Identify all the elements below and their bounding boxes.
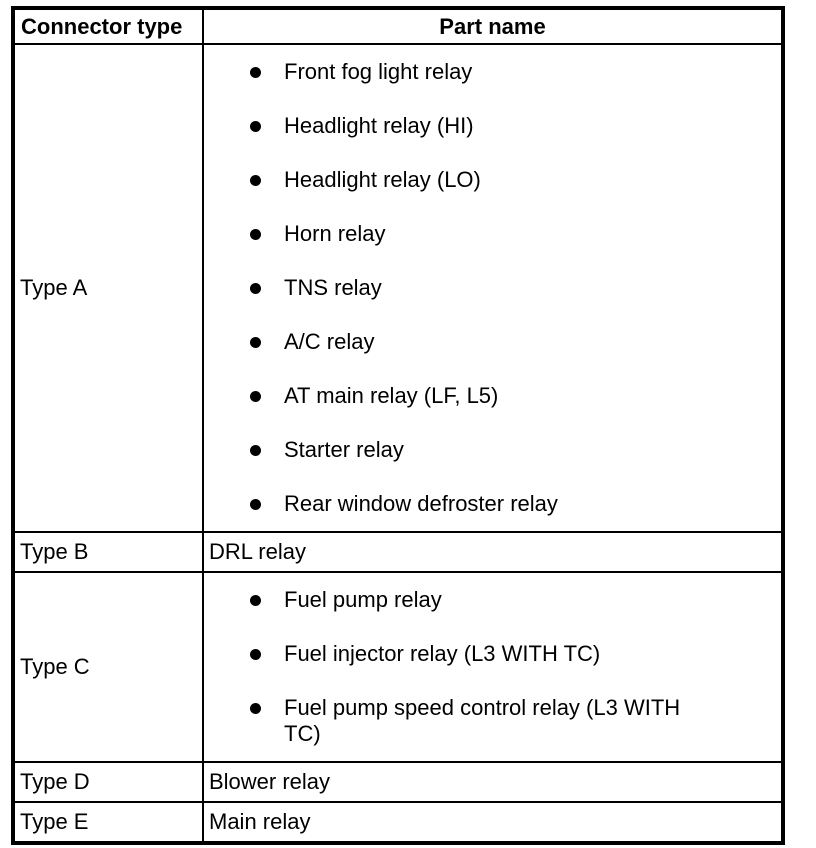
bullet-icon [250, 67, 261, 78]
connector-type-cell: Type C [12, 571, 204, 763]
part-name-text: Headlight relay (LO) [284, 167, 481, 192]
part-name-cell: Main relay [202, 801, 784, 844]
part-name-text: Starter relay [284, 437, 404, 462]
bullet-icon [250, 391, 261, 402]
part-name-text: Fuel pump speed control relay (L3 WITH T… [284, 695, 681, 746]
part-list-item: Headlight relay (HI) [204, 99, 781, 153]
bullet-icon [250, 595, 261, 606]
part-list-item: Front fog light relay [204, 45, 781, 99]
part-name-text: Front fog light relay [284, 59, 473, 84]
part-name-cell: Blower relay [202, 761, 784, 803]
bullet-icon [250, 229, 261, 240]
bullet-icon [250, 649, 261, 660]
bullet-icon [250, 499, 261, 510]
part-name-text: AT main relay (LF, L5) [284, 383, 499, 408]
part-list-item: AT main relay (LF, L5) [204, 369, 781, 423]
bullet-icon [250, 445, 261, 456]
bullet-icon [250, 175, 261, 186]
part-name-text: TNS relay [284, 275, 382, 300]
part-list-item: TNS relay [204, 261, 781, 315]
bullet-icon [250, 121, 261, 132]
bullet-icon [250, 703, 261, 714]
table-header-row: Connector type Part name [12, 7, 784, 45]
part-list-item: Fuel injector relay (L3 WITH TC) [204, 627, 781, 681]
part-name-text: Main relay [209, 809, 311, 834]
part-name-text: Headlight relay (HI) [284, 113, 474, 138]
part-name-text: Horn relay [284, 221, 386, 246]
connector-type-cell: Type B [12, 531, 204, 573]
connector-type-cell: Type D [12, 761, 204, 803]
connector-type-header: Connector type [12, 7, 204, 45]
part-name-text: Blower relay [209, 769, 331, 794]
part-name-text: Fuel pump relay [284, 587, 442, 612]
part-name-header: Part name [202, 7, 784, 45]
part-list-item: A/C relay [204, 315, 781, 369]
part-name-text: Rear window defroster relay [284, 491, 558, 516]
bullet-icon [250, 283, 261, 294]
part-list-item: Headlight relay (LO) [204, 153, 781, 207]
part-name-text: Fuel injector relay (L3 WITH TC) [284, 641, 601, 666]
bullet-icon [250, 337, 261, 348]
part-list-item: Starter relay [204, 423, 781, 477]
part-list-item: Fuel pump relay [204, 573, 781, 627]
part-name-text: DRL relay [209, 539, 306, 564]
part-list-item: Rear window defroster relay [204, 477, 781, 531]
part-name-cell: DRL relay [202, 531, 784, 573]
part-list-item: Horn relay [204, 207, 781, 261]
part-list-item: Fuel pump speed control relay (L3 WITH T… [204, 681, 781, 761]
part-name-text: A/C relay [284, 329, 375, 354]
connector-type-cell: Type E [12, 801, 204, 844]
connector-type-cell: Type A [12, 43, 204, 533]
